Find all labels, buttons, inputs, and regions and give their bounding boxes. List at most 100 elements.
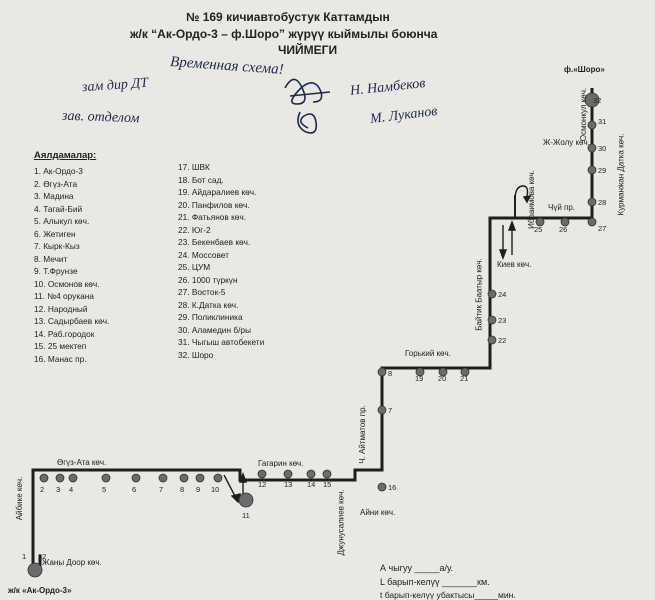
stop-number: 2 xyxy=(40,485,45,494)
street-label-baitik: Байтик Баатыр көч. xyxy=(474,258,484,331)
stop-item: 29. Поликлиника xyxy=(178,312,243,322)
stop-number: 32 xyxy=(593,96,602,105)
terminal-label-ak-ordo: ж/к «Ак-Ордо-3» xyxy=(8,586,72,595)
title-line-2: ж/к “Ак-Ордо-3 – ф.Шоро” жүрүү кыймылы б… xyxy=(130,27,438,41)
route-line xyxy=(31,88,594,570)
stop-marker xyxy=(322,469,332,479)
stop-marker xyxy=(158,473,168,483)
street-label-djunusaliev: Джунусалиев көч. xyxy=(336,489,346,556)
stop-item: 5. Алыкул көч. xyxy=(34,216,90,226)
stop-marker xyxy=(55,473,65,483)
stop-item: 6. Жетиген xyxy=(34,228,76,239)
stop-number: 4 xyxy=(69,485,74,494)
stop-marker xyxy=(587,217,597,227)
stop-number: 29 xyxy=(598,166,607,175)
form-line-time: t барып-келүү убактысы_____мин. xyxy=(380,590,516,600)
stop-marker xyxy=(377,367,387,377)
stop-number: 7 xyxy=(388,406,393,415)
stop-item: 19. Айдаралиев көч. xyxy=(178,187,257,197)
stop-number: 21 xyxy=(460,374,469,383)
stop-number: 26 xyxy=(559,225,568,234)
stop-marker xyxy=(587,197,597,207)
stop-item: 28. К.Датка көч. xyxy=(178,299,239,310)
stop-item: 13. Садырбаев көч. xyxy=(34,316,110,326)
stop-item: 12. Народный xyxy=(34,303,88,314)
stop-marker xyxy=(131,473,141,483)
stop-number: 8 xyxy=(388,369,393,378)
stop-item: 15. 25 мектеп xyxy=(34,341,87,351)
stop-marker xyxy=(377,405,387,415)
stop-item: 18. Бот сад. xyxy=(178,174,224,185)
stop-item: 14. Раб.городок xyxy=(34,328,95,339)
street-label-oguz-ata: Өгүз-Ата көч. xyxy=(57,458,107,467)
stop-number: 28 xyxy=(598,198,607,207)
stop-marker xyxy=(213,473,223,483)
stop-number: 16 xyxy=(388,483,397,492)
stop-number: 25 xyxy=(534,225,543,234)
stop-number: 7 xyxy=(159,485,164,494)
stop-markers xyxy=(27,92,600,578)
stop-number: 27 xyxy=(598,224,607,233)
stop-item: 23. Бекенбаев көч. xyxy=(178,237,251,247)
stop-marker-11 xyxy=(238,492,254,508)
stop-marker xyxy=(377,482,387,492)
stop-number: 10 xyxy=(211,485,220,494)
stop-marker xyxy=(39,473,49,483)
stop-item: 17. ШВК xyxy=(178,162,210,172)
stop-marker xyxy=(306,469,316,479)
stop-marker xyxy=(415,367,425,377)
stop-number: 23 xyxy=(498,316,507,325)
stop-item: 11. №4 орукана xyxy=(34,291,94,301)
stop-marker xyxy=(535,217,545,227)
stop-marker xyxy=(587,165,597,175)
form-line-vehicles: А чыгуу _____а/у. xyxy=(380,563,454,573)
stop-marker xyxy=(560,217,570,227)
street-label-gagarin: Гагарин көч. xyxy=(258,459,304,468)
stop-marker xyxy=(587,143,597,153)
stop-item: 26. 1000 түркүн xyxy=(178,274,238,285)
stop-number: 14 xyxy=(307,480,316,489)
stop-marker xyxy=(68,473,78,483)
stop-number: 30 xyxy=(598,144,607,153)
stop-item: 3. Мадина xyxy=(34,191,74,201)
street-label-aini: Айни көч. xyxy=(360,508,396,517)
stop-number: 12 xyxy=(258,480,267,489)
street-label-chui: Чүй пр. xyxy=(548,203,576,212)
stop-item: 7. Кырк-Кыз xyxy=(34,241,80,251)
stop-marker xyxy=(195,473,205,483)
stop-item: 30. Аламедин б/ры xyxy=(178,324,251,335)
street-label-ibraimova: Ибраимова көч. xyxy=(526,170,536,229)
stop-item: 31. Чыгыш автобекети xyxy=(178,337,265,347)
stop-item: 8. Мечит xyxy=(34,253,68,264)
stop-marker xyxy=(487,289,497,299)
stop-marker-shoro xyxy=(584,92,600,108)
stop-marker xyxy=(257,469,267,479)
terminal-label-shoro: ф.«Шоро» xyxy=(564,65,605,74)
stop-number: 3 xyxy=(56,485,61,494)
street-label-aibike: Айбике көч. xyxy=(15,476,25,521)
stop-marker xyxy=(487,315,497,325)
stop-number: 5 xyxy=(102,485,107,494)
stop-number: 22 xyxy=(498,336,507,345)
stop-number: 32 xyxy=(38,552,47,561)
street-label-aitmatov: Ч. Айтматов пр. xyxy=(357,405,367,464)
title-line-1: № 169 кичиавтобустук Каттамдын xyxy=(186,10,390,24)
stop-marker xyxy=(179,473,189,483)
street-label-gorky: Горький көч. xyxy=(405,349,451,358)
stop-number: 24 xyxy=(498,290,507,299)
street-label-jjolu: Ж-Жолу көч. xyxy=(543,138,590,147)
stop-item: 22. Юг-2 xyxy=(178,224,211,235)
title-line-3: ЧИЙМЕГИ xyxy=(278,43,338,57)
stop-number: 9 xyxy=(196,485,201,494)
stop-number: 20 xyxy=(438,374,447,383)
stop-number: 15 xyxy=(323,480,332,489)
street-label-osmonkul: Осмонкул көч. xyxy=(579,87,589,142)
stop-item: 27. Восток-5 xyxy=(178,287,226,297)
stop-marker xyxy=(460,367,470,377)
stop-marker xyxy=(101,473,111,483)
stop-item: 1. Ак-Ордо-3 xyxy=(34,166,83,176)
stop-number: 19 xyxy=(415,374,424,383)
stop-item: 2. Өгүз-Ата xyxy=(34,178,78,189)
